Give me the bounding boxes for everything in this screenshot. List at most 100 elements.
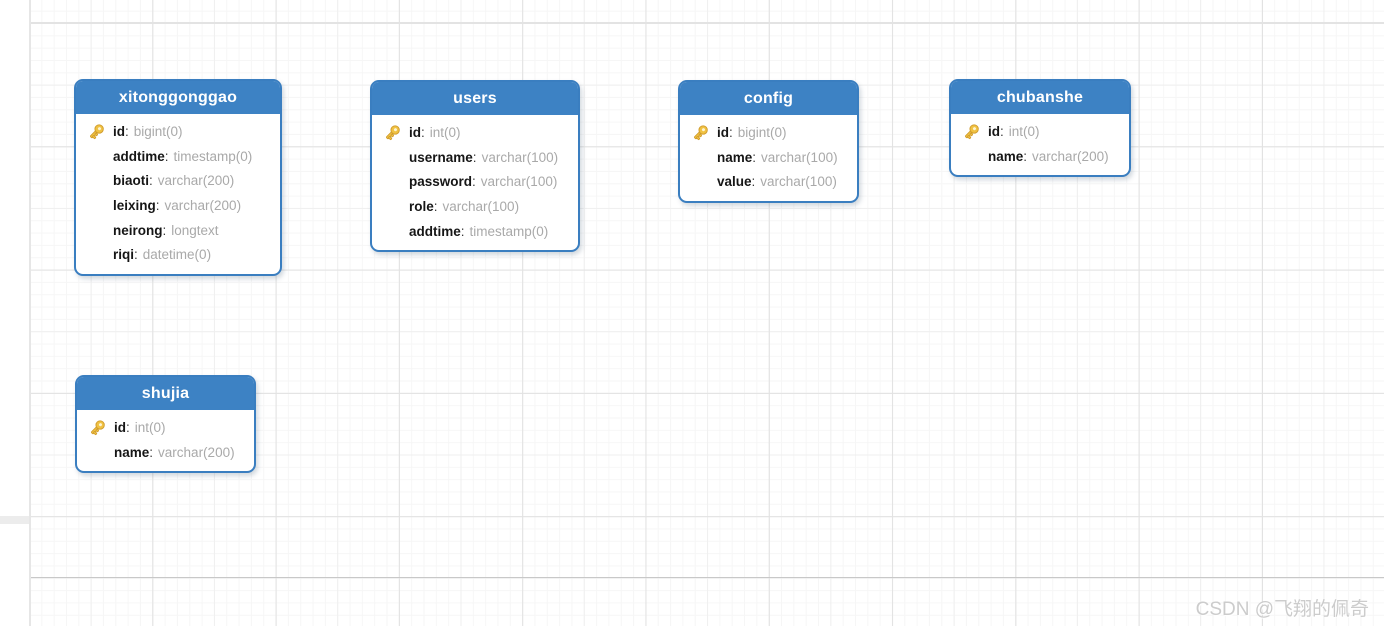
- field-separator: :: [162, 222, 167, 238]
- field-type: int(0): [429, 124, 461, 140]
- table-field-row[interactable]: id:bigint(0): [76, 119, 274, 144]
- field-icon-cell: [691, 123, 717, 142]
- field-name: leixing: [113, 197, 156, 213]
- table-field-row[interactable]: riqi:datetime(0): [76, 242, 274, 267]
- table-field-row[interactable]: name:varchar(200): [951, 144, 1123, 169]
- table-body: id:int(0) name:varchar(200): [77, 410, 254, 471]
- primary-key-icon: [91, 420, 105, 435]
- field-separator: :: [125, 123, 129, 139]
- table-title[interactable]: config: [680, 82, 857, 115]
- table-title[interactable]: shujia: [77, 377, 254, 410]
- table-field-row[interactable]: id:bigint(0): [680, 120, 851, 145]
- table-field-row[interactable]: name:varchar(100): [680, 145, 851, 170]
- primary-key-icon: [90, 124, 104, 139]
- field-name: id: [717, 124, 729, 140]
- field-separator: :: [126, 419, 130, 435]
- page-margin-marker: [0, 516, 29, 524]
- field-type: int(0): [1008, 123, 1040, 139]
- field-type: varchar(100): [760, 174, 837, 190]
- table-field-row[interactable]: id:int(0): [372, 120, 572, 145]
- field-separator: :: [752, 149, 757, 165]
- field-name: id: [988, 123, 1000, 139]
- field-type: int(0): [134, 419, 166, 435]
- table-node[interactable]: shujia id:int(0) name:varchar(200): [75, 375, 256, 474]
- field-name: biaoti: [113, 173, 149, 189]
- field-icon-cell: [88, 418, 114, 437]
- primary-key-icon: [694, 125, 708, 140]
- field-type: varchar(200): [164, 197, 242, 213]
- field-separator: :: [472, 149, 477, 165]
- table-body: id:bigint(0) addtime:timestamp(0) biaoti…: [76, 114, 280, 274]
- field-separator: :: [751, 174, 756, 190]
- field-icon-cell: [383, 123, 409, 142]
- field-name: addtime: [113, 148, 165, 164]
- table-body: id:int(0) name:varchar(200): [951, 114, 1129, 175]
- field-separator: :: [155, 197, 160, 213]
- field-type: timestamp(0): [173, 148, 253, 164]
- field-separator: :: [421, 124, 425, 140]
- field-name: role: [409, 198, 434, 214]
- table-node[interactable]: users id:int(0) username:varchar(100) pa…: [370, 80, 580, 253]
- field-name: name: [988, 148, 1024, 164]
- page-margin: [0, 0, 31, 626]
- field-type: longtext: [171, 222, 219, 238]
- field-type: varchar(200): [157, 173, 235, 189]
- table-body: id:bigint(0) name:varchar(100) value:var…: [680, 115, 857, 201]
- table-node[interactable]: chubanshe id:int(0) name:varchar(200): [949, 79, 1131, 178]
- field-type: varchar(100): [761, 149, 838, 165]
- table-node[interactable]: config id:bigint(0) name:varchar(100) va…: [678, 80, 859, 204]
- table-node[interactable]: xitonggonggao id:bigint(0) addtime:times…: [74, 79, 282, 277]
- table-title[interactable]: chubanshe: [951, 81, 1129, 114]
- table-field-row[interactable]: leixing:varchar(200): [76, 193, 274, 218]
- field-type: varchar(100): [442, 198, 520, 214]
- field-separator: :: [433, 198, 438, 214]
- field-type: bigint(0): [737, 124, 787, 140]
- field-separator: :: [149, 444, 154, 460]
- field-separator: :: [729, 124, 733, 140]
- field-separator: :: [149, 173, 153, 189]
- field-name: name: [114, 444, 150, 460]
- primary-key-icon: [386, 125, 400, 140]
- field-name: username: [409, 149, 473, 165]
- watermark: CSDN @飞翔的佩奇: [1195, 599, 1369, 620]
- field-separator: :: [460, 223, 465, 239]
- primary-key-icon: [965, 124, 979, 139]
- table-field-row[interactable]: name:varchar(200): [77, 440, 248, 465]
- table-field-row[interactable]: addtime:timestamp(0): [372, 219, 572, 244]
- field-icon-cell: [87, 122, 113, 141]
- field-separator: :: [1000, 123, 1004, 139]
- field-type: varchar(200): [1032, 148, 1109, 164]
- table-field-row[interactable]: id:int(0): [951, 119, 1123, 144]
- table-field-row[interactable]: role:varchar(100): [372, 194, 572, 219]
- field-type: timestamp(0): [469, 223, 549, 239]
- table-field-row[interactable]: username:varchar(100): [372, 145, 572, 170]
- field-name: id: [114, 419, 126, 435]
- table-field-row[interactable]: password:varchar(100): [372, 169, 572, 194]
- field-separator: :: [134, 247, 138, 263]
- table-field-row[interactable]: addtime:timestamp(0): [76, 144, 274, 169]
- field-icon-cell: [962, 122, 988, 141]
- field-type: varchar(100): [480, 174, 558, 190]
- table-field-row[interactable]: value:varchar(100): [680, 169, 851, 194]
- field-separator: :: [472, 174, 476, 190]
- field-name: neirong: [113, 222, 163, 238]
- table-title[interactable]: xitonggonggao: [76, 81, 280, 114]
- field-type: bigint(0): [133, 123, 183, 139]
- field-name: riqi: [113, 247, 135, 263]
- table-field-row[interactable]: id:int(0): [77, 415, 248, 440]
- field-name: name: [717, 149, 753, 165]
- table-body: id:int(0) username:varchar(100) password…: [372, 115, 578, 250]
- field-type: varchar(200): [158, 444, 235, 460]
- page-boundary-line-bottom: [29, 577, 1384, 578]
- field-name: password: [409, 174, 473, 190]
- field-name: value: [717, 174, 752, 190]
- table-title[interactable]: users: [372, 82, 578, 115]
- table-field-row[interactable]: neirong:longtext: [76, 218, 274, 243]
- field-separator: :: [164, 148, 169, 164]
- page-boundary-line-top: [29, 22, 1384, 24]
- field-type: varchar(100): [481, 149, 559, 165]
- field-separator: :: [1023, 148, 1028, 164]
- table-field-row[interactable]: biaoti:varchar(200): [76, 168, 274, 193]
- field-type: datetime(0): [142, 247, 212, 263]
